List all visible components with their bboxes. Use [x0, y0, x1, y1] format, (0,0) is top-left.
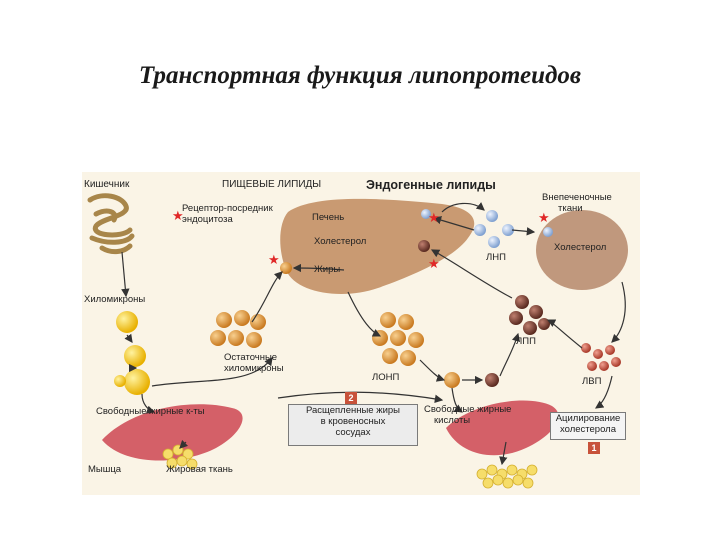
vldl-particles	[372, 312, 460, 388]
label-chylomicrons: Хиломикроны	[84, 294, 146, 305]
split-fats-line-3: сосудах	[335, 427, 371, 438]
receptor-star-icon: ★	[428, 257, 440, 272]
adipose-tissue-right	[476, 464, 538, 489]
hdl-particles	[581, 343, 621, 371]
acylation-line-1: Ацилирование	[555, 413, 621, 424]
label-receptor-2: эндоцитоза	[182, 214, 233, 225]
label-remnants-2: хиломикроны	[224, 363, 284, 374]
label-dietary-lipids: ПИЩЕВЫЕ ЛИПИДЫ	[222, 179, 322, 190]
acylation-line-2: холестерола	[559, 424, 616, 435]
label-adipose: Жировая ткань	[166, 464, 233, 475]
label-free-fatty-acids-left: Свободные жирные к-ты	[96, 406, 205, 417]
diagram-artwork	[87, 193, 628, 489]
label-extrahepatic-2: ткани	[558, 203, 583, 214]
badge-split-fats: 2	[345, 392, 357, 404]
badge-acylation: 1	[588, 442, 600, 454]
acylation-box: Ацилирование холестерола	[550, 412, 626, 440]
intestine-illustration	[87, 193, 135, 255]
label-fats: Жиры	[314, 264, 341, 275]
split-fats-box: Расщепленные жиры в кровеносных сосудах	[288, 404, 418, 446]
label-ldl: ЛНП	[486, 252, 506, 263]
label-extrahepatic-1: Внепеченочные	[542, 192, 612, 203]
receptor-star-icon: ★	[268, 253, 280, 268]
label-endogenous-lipids: Эндогенные липиды	[366, 178, 496, 192]
label-cholesterol-liver: Холестерол	[314, 236, 367, 247]
slide-title: Транспортная функция липопротеидов	[138, 62, 582, 89]
lipoprotein-transport-diagram: Кишечник ПИЩЕВЫЕ ЛИПИДЫ Эндогенные липид…	[82, 172, 640, 495]
label-free-fatty-acids-right-2: кислоты	[434, 415, 471, 426]
label-receptor-1: Рецептор-посредник	[182, 203, 273, 214]
label-muscle: Мышца	[88, 464, 122, 475]
label-free-fatty-acids-right-1: Свободные жирные	[424, 404, 512, 415]
pathway-arrows	[141, 202, 626, 466]
label-hdl: ЛВП	[582, 376, 602, 387]
receptor-star-icon: ★	[538, 211, 550, 226]
extrahepatic-tissue-shape	[536, 210, 628, 290]
receptor-star-icon: ★	[172, 209, 184, 224]
idl-particles	[418, 240, 550, 387]
label-intestine: Кишечник	[84, 179, 130, 190]
label-vldl: ЛОНП	[372, 372, 400, 383]
split-fats-line-1: Расщепленные жиры	[305, 405, 401, 416]
chylomicron-particles	[114, 311, 150, 395]
label-cholesterol-tissue: Холестерол	[554, 242, 607, 253]
label-idl: ЛПП	[516, 336, 536, 347]
split-fats-line-2: в кровеносных	[320, 416, 386, 427]
muscle-right-shape	[446, 400, 559, 456]
muscle-left-shape	[102, 404, 243, 461]
label-remnants-1: Остаточные	[224, 352, 278, 363]
liver-shape	[280, 198, 475, 294]
receptor-star-icon: ★	[428, 211, 440, 226]
ldl-particles	[421, 209, 553, 248]
label-liver: Печень	[312, 212, 345, 223]
